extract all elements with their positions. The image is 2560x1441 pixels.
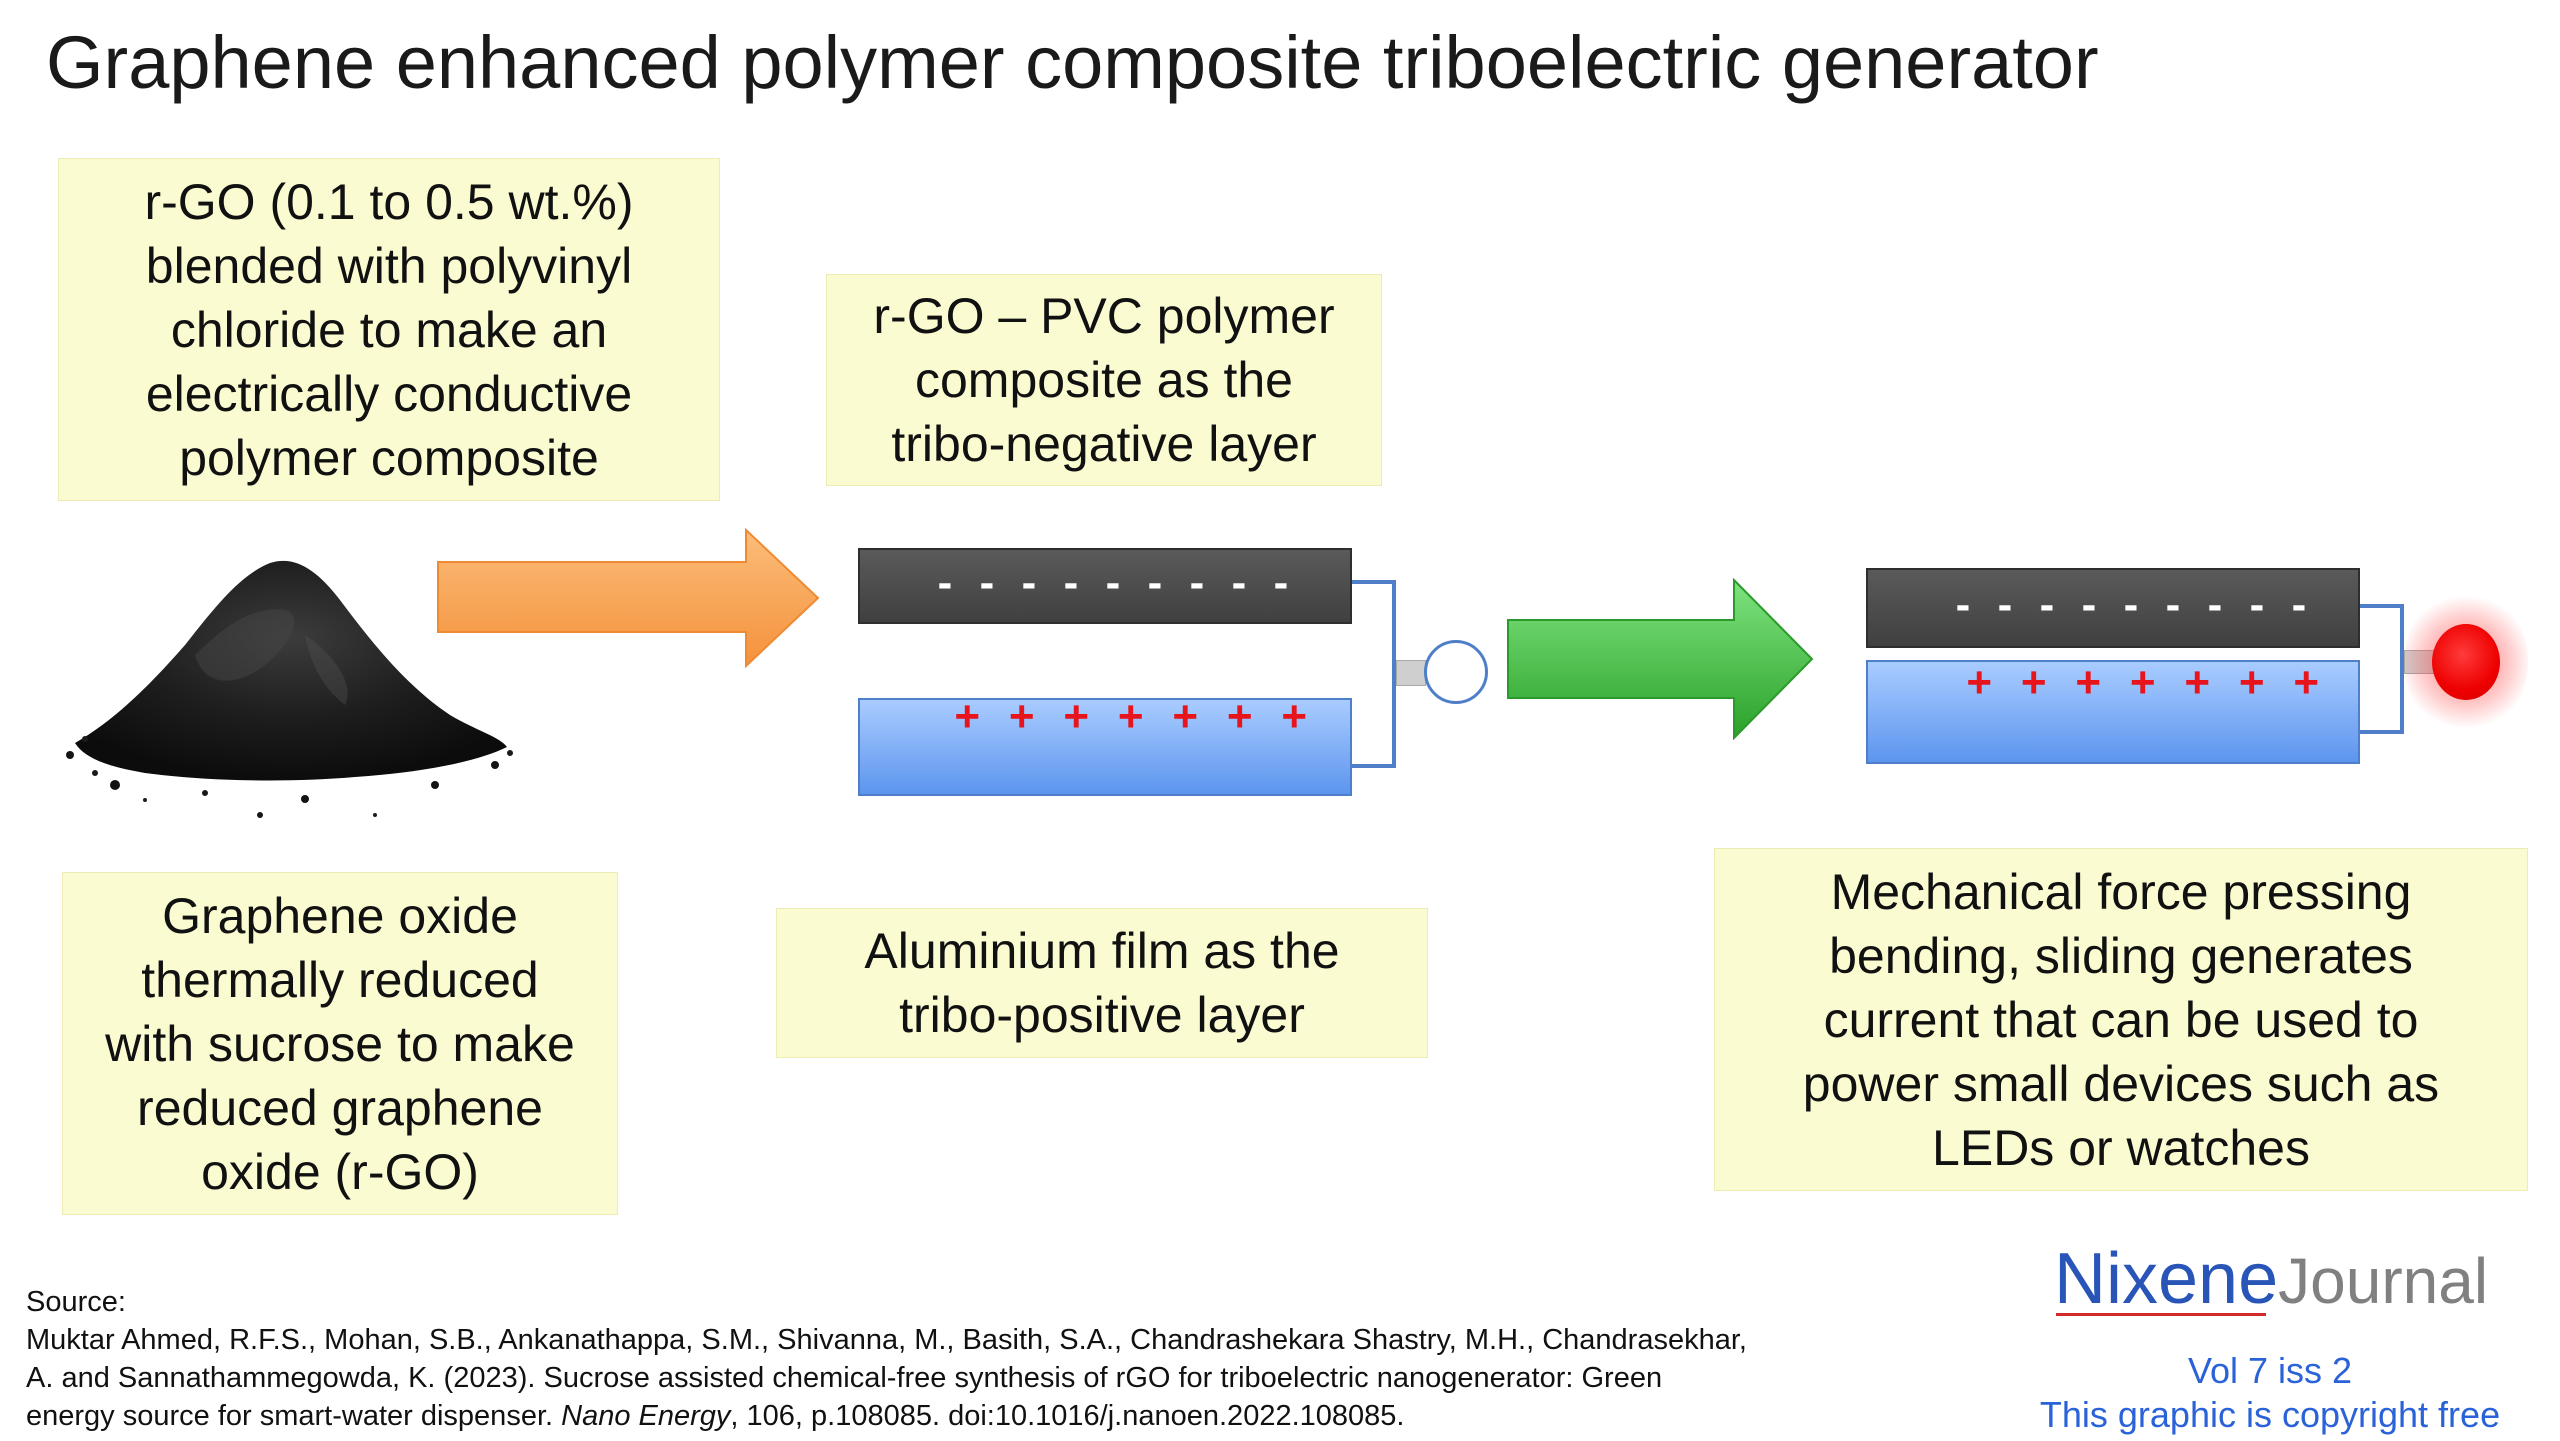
aluminium-line-2: tribo-positive layer <box>899 987 1305 1043</box>
tribo-negative-plate: - - - - - - - - - <box>858 548 1352 624</box>
citation-details: , 106, p.108085. doi:10.1016/j.nanoen.20… <box>730 1400 1405 1432</box>
graphene-oxide-line-1: Graphene oxide <box>162 887 518 944</box>
positive-charge: + <box>1966 658 1993 707</box>
mechanical-line-4: power small devices such as <box>1802 1055 2440 1112</box>
positive-charge: + <box>1281 692 1308 741</box>
led-circuit-wire <box>2360 604 2404 734</box>
negative-charge: - <box>2165 580 2181 629</box>
graphene-oxide-line-2: thermally reduced <box>141 951 539 1008</box>
mechanical-line-2: bending, sliding generates <box>1829 927 2413 984</box>
pressed-positive-charges: + + + + + + + <box>1952 658 2334 708</box>
citation-line-2: A. and Sannathammegowda, K. (2023). Sucr… <box>26 1362 1663 1394</box>
pressed-positive-plate: + + + + + + + <box>1866 658 2360 764</box>
pressed-negative-plate: - - - - - - - - - <box>1866 568 2360 648</box>
rgo-blend-line-3: chloride to make an <box>170 301 608 358</box>
positive-charge: + <box>2293 658 2320 707</box>
negative-charge: - <box>2081 580 2097 629</box>
graphene-oxide-line-4: reduced graphene <box>137 1079 543 1136</box>
negative-charges: - - - - - - - - - <box>924 558 1302 608</box>
load-connector <box>1396 660 1426 686</box>
negative-charge: - <box>2123 580 2139 629</box>
negative-charge: - <box>1189 558 1205 607</box>
page-title: Graphene enhanced polymer composite trib… <box>46 21 2099 104</box>
negative-charge: - <box>979 558 995 607</box>
rgo-pvc-box: r-GO – PVC polymer composite as the trib… <box>826 274 1382 486</box>
mechanical-force-box: Mechanical force pressing bending, slidi… <box>1714 848 2528 1191</box>
negative-charge: - <box>2291 580 2307 629</box>
led-light <box>2432 624 2500 700</box>
aluminium-box: Aluminium film as the tribo-positive lay… <box>776 908 1428 1058</box>
positive-charge: + <box>2238 658 2265 707</box>
negative-charge: - <box>937 558 953 607</box>
tribo-positive-plate: + + + + + + + <box>858 692 1352 796</box>
source-citation: Source: Muktar Ahmed, R.F.S., Mohan, S.B… <box>26 1283 1747 1435</box>
aluminium-line-1: Aluminium film as the <box>864 923 1340 979</box>
positive-charge: + <box>2075 658 2102 707</box>
positive-charges: + + + + + + + <box>940 692 1322 742</box>
graphene-oxide-line-3: with sucrose to make <box>105 1015 575 1072</box>
negative-charge: - <box>1147 558 1163 607</box>
negative-charge: - <box>1997 580 2013 629</box>
rgo-blend-line-1: r-GO (0.1 to 0.5 wt.%) <box>144 173 634 230</box>
rgo-blend-line-2: blended with polyvinyl <box>145 237 633 294</box>
volume-label: Vol 7 iss 2 <box>2187 1350 2353 1391</box>
positive-charge: + <box>2129 658 2156 707</box>
negative-charge: - <box>1231 558 1247 607</box>
positive-charge: + <box>1008 692 1035 741</box>
orange-arrow <box>437 528 820 668</box>
rgo-pvc-line-1: r-GO – PVC polymer <box>873 288 1335 344</box>
negative-charge: - <box>1063 558 1079 607</box>
rgo-blend-line-4: electrically conductive <box>145 365 633 422</box>
rgo-pvc-line-2: composite as the <box>915 352 1293 408</box>
citation-line-1: Muktar Ahmed, R.F.S., Mohan, S.B., Ankan… <box>26 1324 1747 1356</box>
green-arrow <box>1507 578 1814 740</box>
logo-nixene: Nixene <box>2054 1239 2279 1319</box>
logo-journal: Journal <box>2278 1245 2489 1317</box>
rgo-pvc-line-3: tribo-negative layer <box>891 416 1317 472</box>
graphene-powder-image <box>66 560 513 818</box>
positive-charge: + <box>1117 692 1144 741</box>
source-label: Source: <box>26 1286 126 1318</box>
negative-charge: - <box>1105 558 1121 607</box>
mechanical-line-5: LEDs or watches <box>1932 1119 2310 1176</box>
citation-line-3: energy source for smart-water dispenser.… <box>26 1397 1747 1435</box>
copyright-note: This graphic is copyright free <box>2039 1394 2501 1435</box>
nixene-journal-logo: NixeneJournal <box>2054 1238 2488 1320</box>
journal-name: Nano Energy <box>561 1400 731 1432</box>
positive-charge: + <box>2184 658 2211 707</box>
negative-charge: - <box>2249 580 2265 629</box>
logo-underline <box>2056 1313 2266 1316</box>
positive-charge: + <box>1172 692 1199 741</box>
positive-charge: + <box>2020 658 2047 707</box>
positive-charge: + <box>1226 692 1253 741</box>
load-circle <box>1424 640 1488 704</box>
positive-charge: + <box>1063 692 1090 741</box>
citation-text: energy source for smart-water dispenser. <box>26 1400 562 1432</box>
mechanical-line-3: current that can be used to <box>1823 991 2419 1048</box>
rgo-blend-box: r-GO (0.1 to 0.5 wt.%) blended with poly… <box>58 158 720 501</box>
negative-charge: - <box>2207 580 2223 629</box>
graphene-oxide-line-5: oxide (r-GO) <box>201 1143 479 1200</box>
mechanical-line-1: Mechanical force pressing <box>1830 863 2412 920</box>
negative-charge: - <box>1273 558 1289 607</box>
circuit-wire <box>1352 580 1396 768</box>
rgo-blend-line-5: polymer composite <box>179 429 599 486</box>
negative-charge: - <box>2039 580 2055 629</box>
positive-charge: + <box>954 692 981 741</box>
negative-charge: - <box>1021 558 1037 607</box>
negative-charge: - <box>1955 580 1971 629</box>
graphene-oxide-box: Graphene oxide thermally reduced with su… <box>62 872 618 1215</box>
pressed-negative-charges: - - - - - - - - - <box>1942 580 2320 630</box>
